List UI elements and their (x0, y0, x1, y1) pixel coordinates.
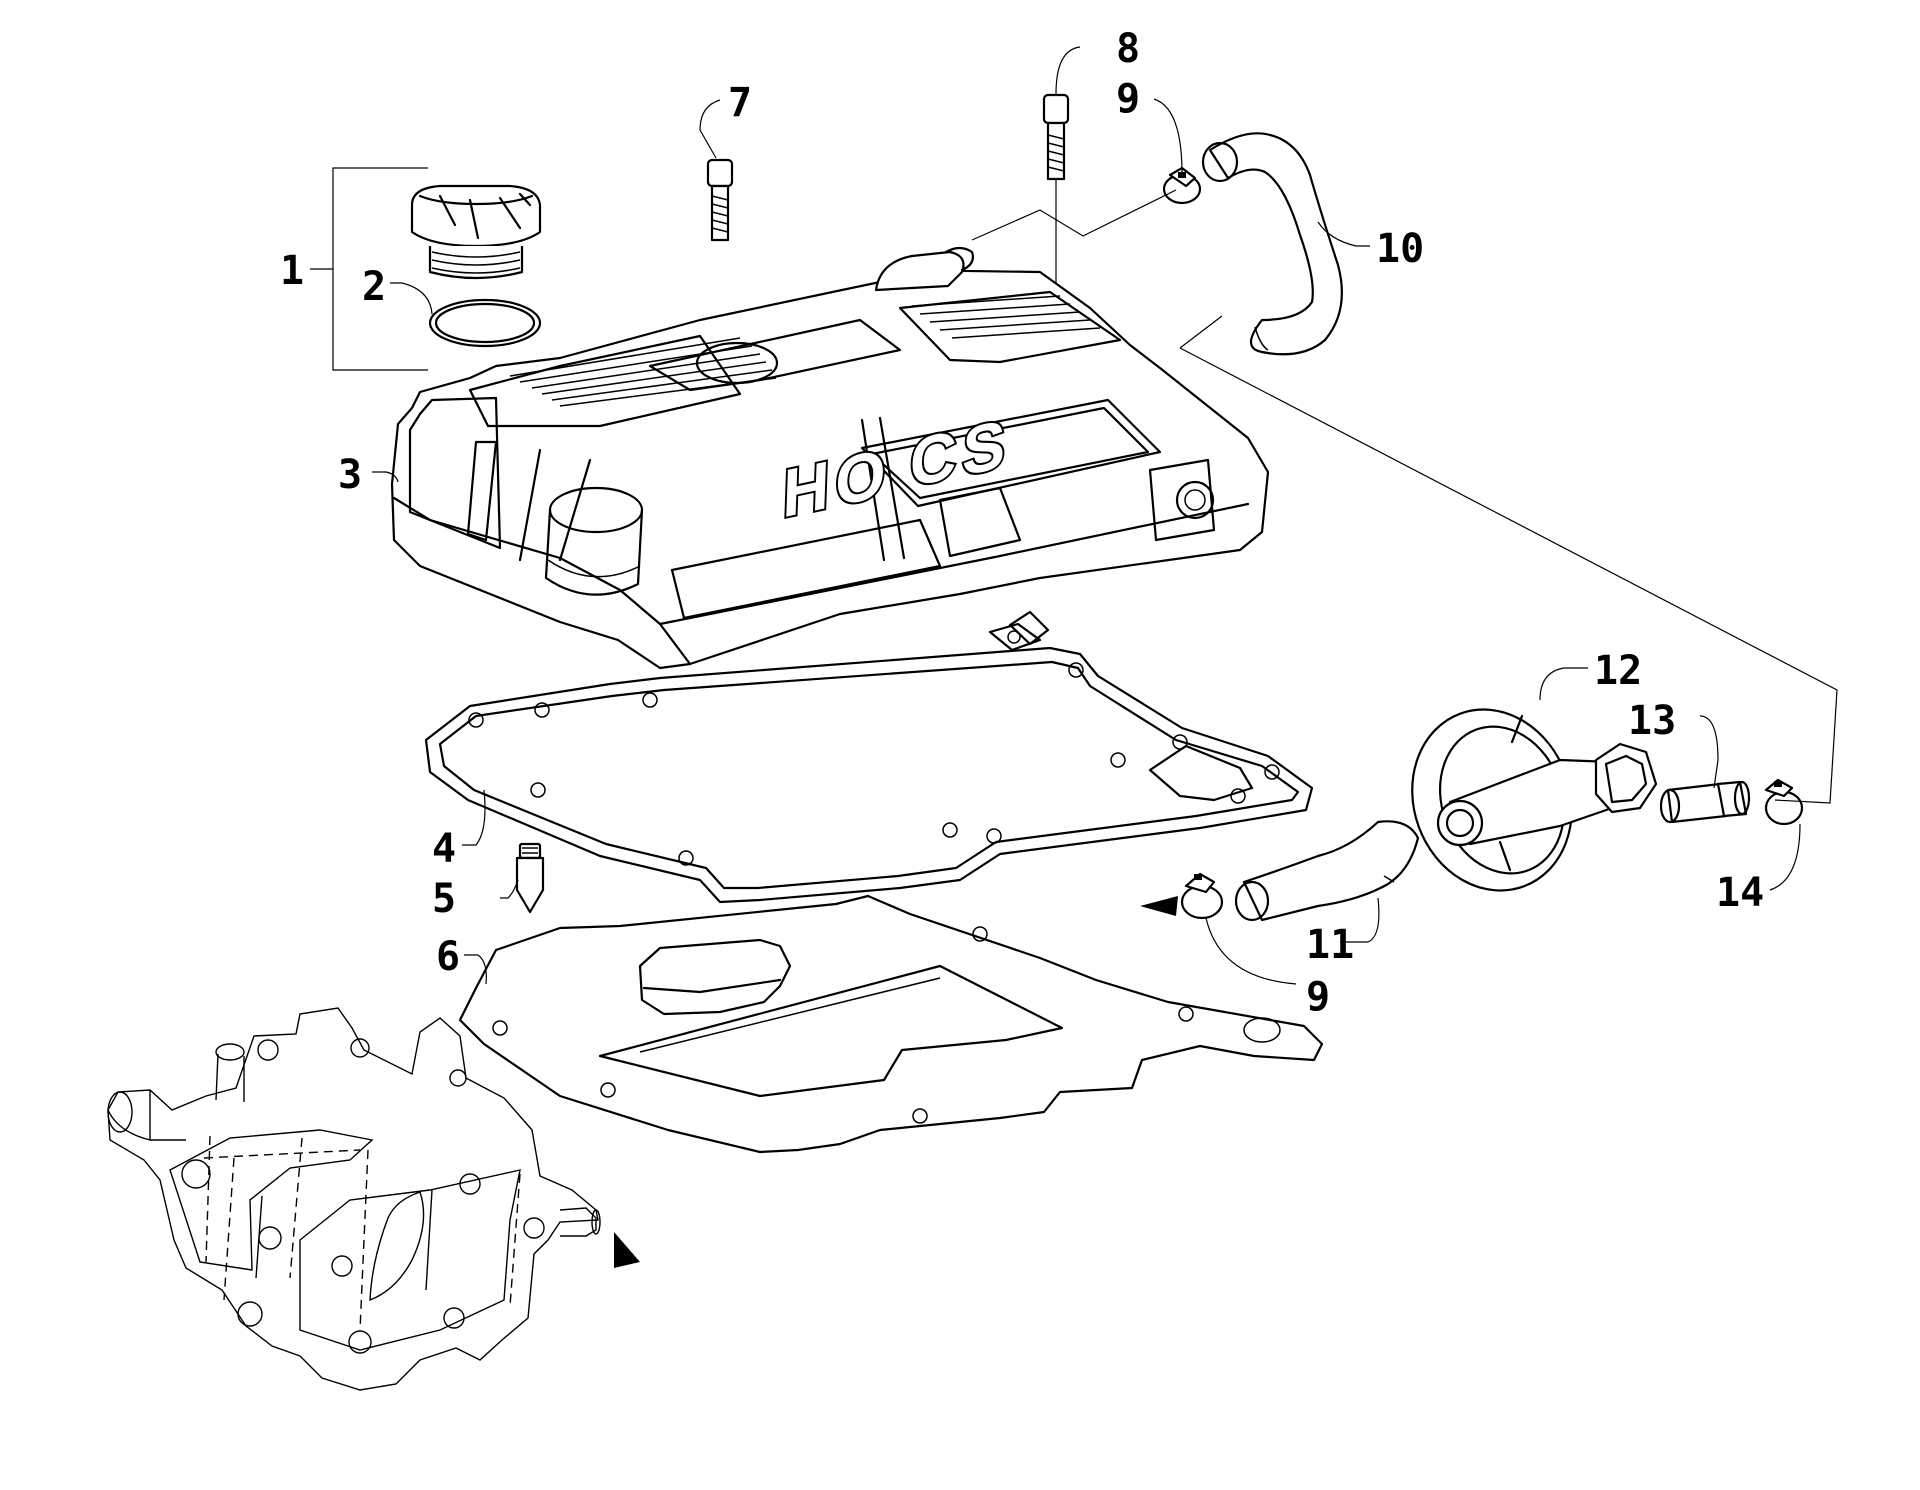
check-valve (515, 842, 545, 914)
hose-clamp-bottom (1180, 872, 1224, 920)
callout-9-bottom: 9 (1306, 974, 1330, 1020)
leader-lines (310, 46, 1801, 985)
o-ring (428, 298, 542, 348)
pointer-arrow-9 (1140, 896, 1178, 916)
leader-breather-lower (1179, 315, 1838, 804)
callout-9-top: 9 (1116, 76, 1140, 122)
callout-14: 14 (1716, 870, 1764, 916)
callout-11: 11 (1306, 922, 1354, 968)
cover-washer (988, 622, 1042, 652)
callout-13: 13 (1628, 698, 1676, 744)
leader-breather (971, 189, 1177, 241)
callout-3: 3 (338, 452, 362, 498)
callout-1: 1 (280, 248, 304, 294)
callout-6: 6 (436, 934, 460, 980)
reservoir-plate (458, 894, 1324, 1154)
breather-hose (1201, 132, 1343, 356)
oil-hose (1234, 820, 1420, 922)
callout-5: 5 (432, 876, 456, 922)
cap-screw-8 (1042, 93, 1070, 300)
fitting-13 (1659, 780, 1751, 824)
callout-2: 2 (362, 264, 386, 310)
callout-8: 8 (1116, 26, 1140, 72)
callout-labels: 1 2 3 4 5 6 7 8 9 9 10 11 12 13 14 (280, 26, 1764, 1020)
valve-cover-gasket (424, 646, 1314, 904)
oil-pickup-housing (1411, 708, 1658, 892)
engine-crankcase-phantom (107, 1007, 601, 1391)
callout-10: 10 (1376, 226, 1424, 272)
callout-12: 12 (1594, 648, 1642, 694)
pointer-arrow-crankcase (614, 1232, 640, 1268)
oil-filler-cap (410, 184, 542, 280)
callout-4: 4 (432, 826, 456, 872)
cap-screw-7 (706, 158, 734, 242)
valve-cover: HO CS (390, 246, 1270, 670)
hose-clamp-top (1162, 166, 1202, 205)
clamp-14 (1764, 778, 1804, 826)
callout-7: 7 (728, 80, 752, 126)
